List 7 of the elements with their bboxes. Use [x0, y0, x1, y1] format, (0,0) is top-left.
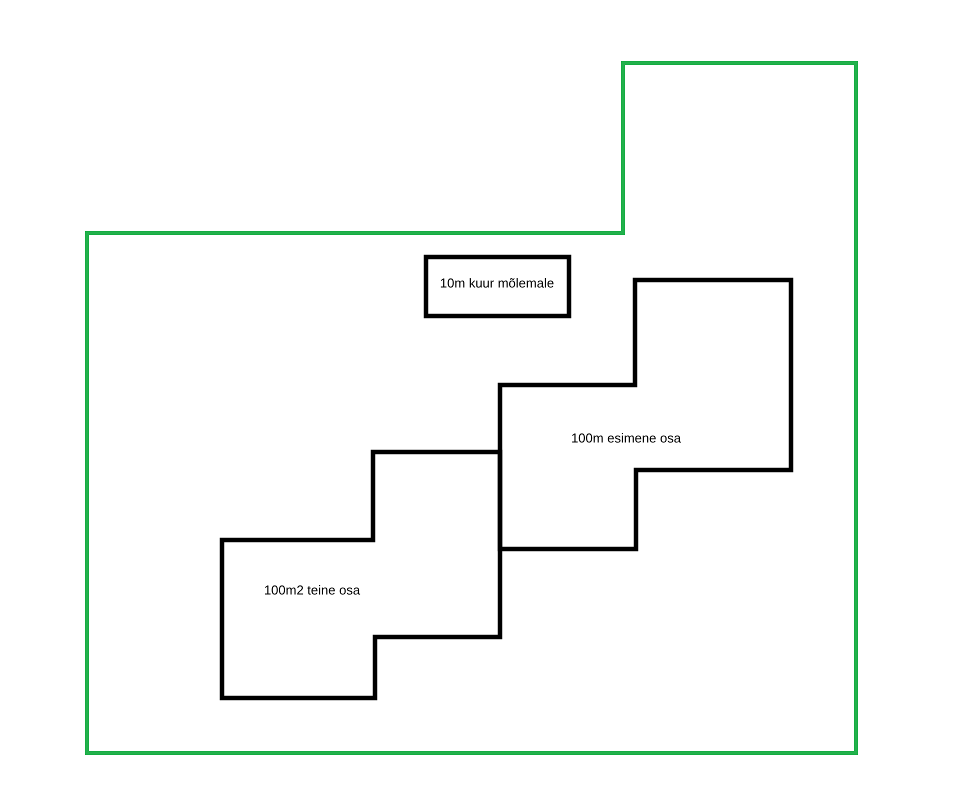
building-section — [500, 280, 791, 549]
building-section — [222, 452, 500, 698]
area-label: 10m kuur mõlemale — [440, 276, 554, 290]
shed-outline — [426, 257, 569, 316]
area-label: 100m esimene osa — [571, 430, 681, 446]
area-label: 100m2 teine osa — [264, 582, 360, 598]
lot-boundary — [87, 63, 856, 753]
